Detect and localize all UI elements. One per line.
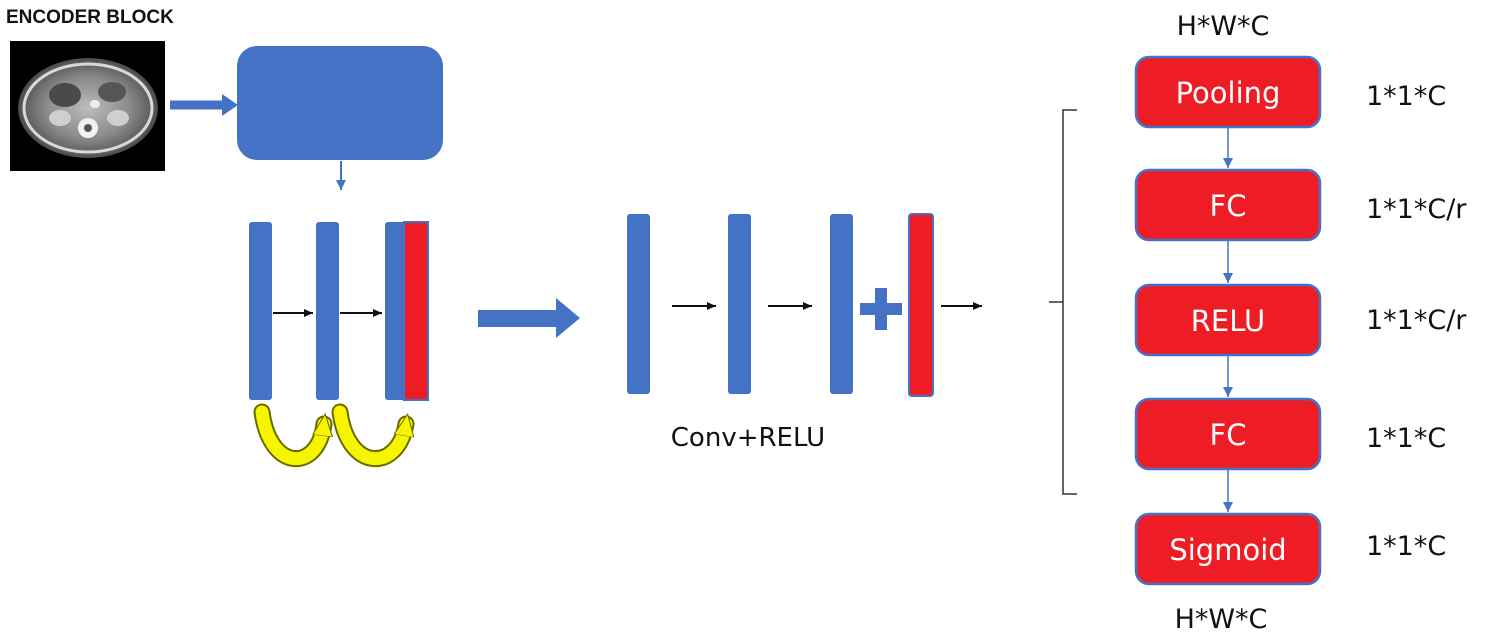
se-stage-label: FC [1210, 418, 1247, 452]
se-input-label: H*W*C [1177, 11, 1270, 42]
se-stage-dim: 1*1*C/r [1366, 305, 1467, 336]
se-stage-relu: RELU 1*1*C/r [1134, 283, 1467, 357]
se-stage-dim: 1*1*C/r [1366, 194, 1467, 225]
transition-arrow-head [556, 298, 580, 338]
se-block: H*W*C Pooling 1*1*C FC 1*1*C/r RELU 1*1*… [1134, 11, 1467, 635]
dense-layer-2 [316, 222, 339, 400]
skip-arrow-2 [333, 405, 406, 466]
se-stage-fc-1: FC 1*1*C/r [1134, 168, 1467, 242]
se-stage-dim: 1*1*C [1366, 423, 1446, 454]
encoder-block-title: ENCODER BLOCK [6, 7, 174, 28]
conv-layer-1 [627, 214, 650, 394]
se-stage-dim: 1*1*C [1366, 81, 1446, 112]
dense-layer-1 [249, 222, 272, 400]
se-stage-pooling: Pooling 1*1*C [1134, 55, 1446, 129]
se-output-layer [908, 213, 934, 397]
se-stage-fc-2: FC 1*1*C [1134, 397, 1446, 471]
se-stage-sigmoid: Sigmoid 1*1*C [1134, 512, 1446, 586]
conv-relu-group: Conv+RELU [627, 213, 982, 453]
image-to-block-arrow-head [222, 94, 238, 116]
conv-layer-3 [830, 214, 853, 394]
dense-concat-layer [403, 221, 429, 401]
plus-icon [860, 288, 902, 330]
conv-layer-2 [728, 214, 751, 394]
se-stage-label: FC [1210, 189, 1247, 223]
se-stage-label: RELU [1191, 304, 1265, 338]
se-stage-label: Pooling [1176, 76, 1281, 110]
se-bracket [1049, 109, 1077, 495]
se-stage-dim: 1*1*C [1366, 531, 1446, 562]
ct-scan-image [10, 41, 165, 171]
skip-arrow-1 [255, 405, 324, 466]
conv-relu-label: Conv+RELU [671, 423, 825, 453]
dense-block [249, 221, 429, 401]
encoder-block-box [237, 46, 443, 160]
skip-connection-arrows [253, 403, 406, 468]
transition-arrow-shaft [478, 310, 560, 327]
se-stage-label: Sigmoid [1169, 533, 1286, 567]
dense-layer-3 [385, 222, 408, 400]
se-output-label: H*W*C [1175, 604, 1268, 635]
